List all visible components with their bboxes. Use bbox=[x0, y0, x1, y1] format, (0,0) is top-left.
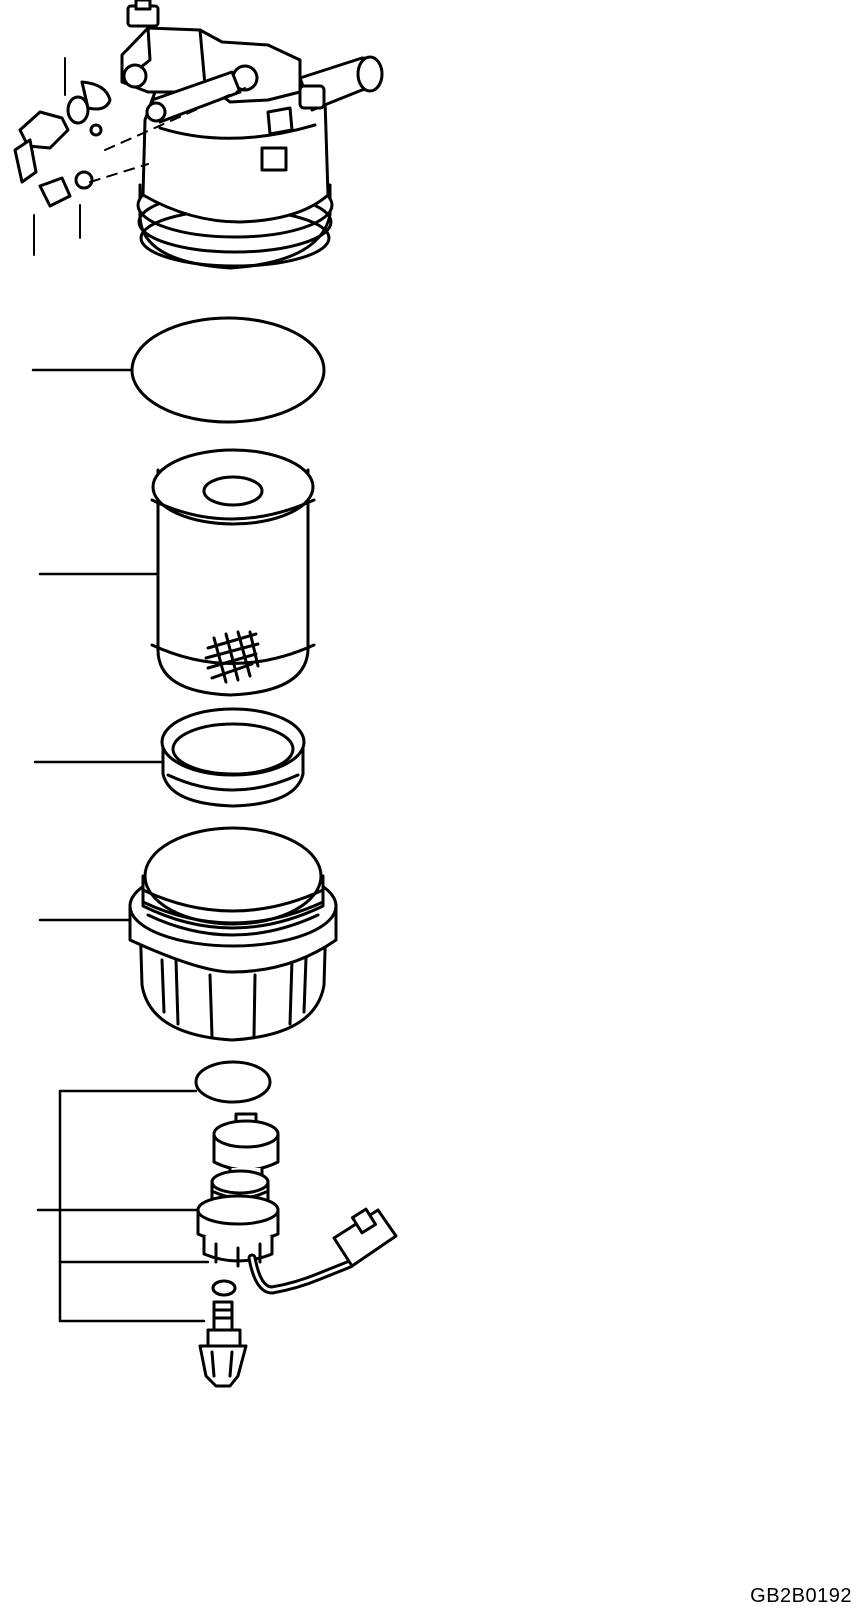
bowl bbox=[40, 828, 336, 1040]
drain-assembly bbox=[38, 1062, 396, 1386]
drain-assembly-bracket bbox=[38, 1091, 208, 1321]
gasket bbox=[33, 318, 324, 422]
filter-element bbox=[40, 450, 314, 695]
filter-head bbox=[15, 0, 382, 268]
drawing-code: GB2B0192 bbox=[750, 1585, 852, 1607]
filter-element-mesh bbox=[206, 632, 258, 682]
seal-ring bbox=[35, 709, 304, 806]
